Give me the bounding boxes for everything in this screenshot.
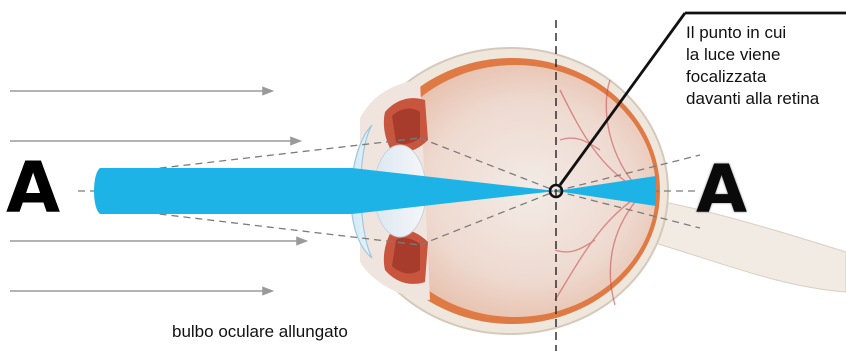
image-letter: A — [696, 157, 747, 223]
focus-annotation-line: davanti alla retina — [686, 88, 846, 110]
object-letter: A — [6, 153, 60, 223]
diagram-caption: bulbo oculare allungato — [172, 322, 348, 342]
ray-4 — [10, 288, 272, 295]
ray-1 — [10, 88, 272, 95]
focus-annotation: Il punto in cui la luce viene focalizzat… — [686, 22, 846, 110]
focus-annotation-line: Il punto in cui — [686, 22, 846, 44]
ray-2 — [10, 138, 300, 145]
ray-3 — [10, 238, 306, 245]
focus-annotation-line: la luce viene — [686, 44, 846, 66]
focus-annotation-line: focalizzata — [686, 66, 846, 88]
